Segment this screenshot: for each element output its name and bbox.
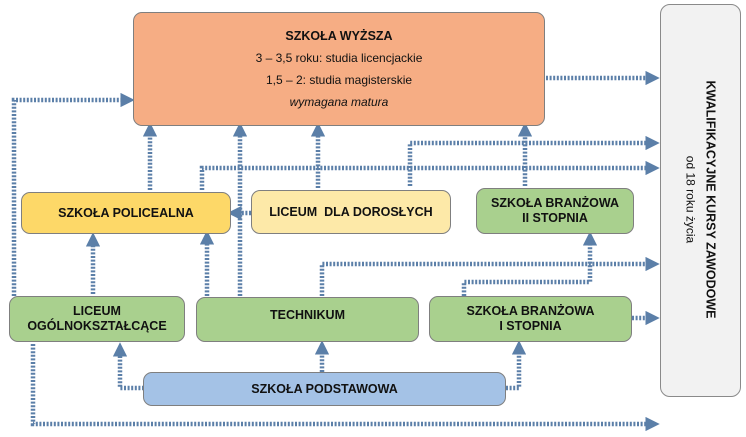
lo-dorosli-label: LICEUM DLA DOROSŁYCH (269, 204, 433, 219)
higher-line-matura: wymagana matura (289, 94, 389, 109)
higher-line-licencjackie: 3 – 3,5 roku: studia licencjackie (255, 50, 423, 65)
box-liceum-ogolnoksztalcace: LICEUM OGÓLNOKSZTAŁCĄCE (9, 296, 185, 342)
arrow-lo-to-higher (11, 92, 135, 296)
branzowa2-line2: II STOPNIA (522, 211, 588, 225)
podstawowa-label: SZKOŁA PODSTAWOWA (251, 381, 398, 396)
branzowa1-line1: SZKOŁA BRANŻOWA (466, 304, 595, 318)
courses-text: KWALIFIKACYJNE KURSY ZAWODOWE od 18 roku… (682, 29, 719, 369)
box-szkola-branzowa-ii: SZKOŁA BRANŻOWA II STOPNIA (476, 188, 634, 234)
box-szkola-podstawowa: SZKOŁA PODSTAWOWA (143, 372, 506, 406)
arrow-branzowa2-to-courses (407, 135, 660, 186)
lo-line1: LICEUM (73, 304, 121, 318)
arrow-podst-to-lo (112, 342, 144, 391)
box-liceum-dla-doroslych: LICEUM DLA DOROSŁYCH (251, 190, 451, 234)
courses-title: KWALIFIKACYJNE KURSY ZAWODOWE (703, 80, 717, 318)
higher-title: SZKOŁA WYŻSZA (285, 28, 393, 43)
arrow-lo-to-courses (30, 344, 660, 432)
branzowa1-line2: I STOPNIA (499, 319, 562, 333)
arrow-branzowa1-to-branzowa2 (319, 256, 660, 296)
courses-subtitle: od 18 roku życia (683, 155, 697, 243)
lo-line2: OGÓLNOKSZTAŁCĄCE (27, 319, 167, 333)
box-technikum: TECHNIKUM (196, 297, 419, 342)
arrow-podst-to-branzowa1 (506, 340, 527, 391)
branzowa2-line1: SZKOŁA BRANŻOWA (491, 196, 619, 210)
box-szkola-branzowa-i: SZKOŁA BRANŻOWA I STOPNIA (429, 296, 632, 342)
arrow-branzowa1-to-lod (461, 231, 598, 296)
box-szkola-wyzsza: SZKOŁA WYŻSZA 3 – 3,5 roku: studia licen… (133, 12, 545, 126)
technikum-label: TECHNIKUM (270, 308, 345, 322)
box-kwalifikacyjne-kursy-zawodowe: KWALIFIKACYJNE KURSY ZAWODOWE od 18 roku… (660, 4, 741, 397)
box-szkola-policealna: SZKOŁA POLICEALNA (21, 192, 231, 234)
higher-line-magisterskie: 1,5 – 2: studia magisterskie (265, 72, 413, 87)
policealna-label: SZKOŁA POLICEALNA (58, 205, 194, 220)
arrow-policealna-to-courses (199, 160, 660, 190)
